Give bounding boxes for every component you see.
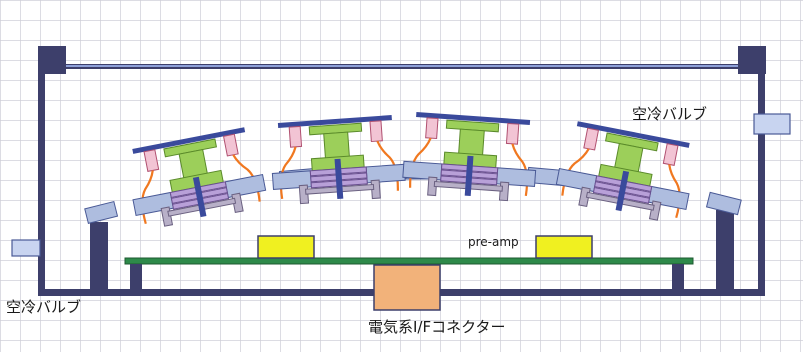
support-post-left	[90, 222, 108, 290]
support-post-right	[716, 210, 734, 290]
preamp-right	[535, 235, 593, 259]
corner-block-right	[738, 46, 766, 74]
air-valve-left	[11, 239, 41, 257]
right-wall	[758, 74, 765, 296]
air-valve-left-label: 空冷バルブ	[6, 298, 82, 316]
air-valve-right-label: 空冷バルブ	[632, 105, 708, 123]
left-wall	[38, 74, 45, 296]
preamp-left	[257, 235, 315, 259]
corner-block-left	[38, 46, 66, 74]
connector-label: 電気系I/Fコネクター	[368, 318, 506, 336]
preamp-label: pre-amp	[468, 235, 519, 249]
air-valve-right	[753, 113, 791, 135]
end-plate-left	[84, 200, 119, 224]
detector-module-3	[400, 110, 541, 204]
circuit-board	[124, 257, 694, 265]
detector-module-1	[122, 124, 270, 233]
detector-module-2	[267, 113, 408, 207]
end-plate-right	[705, 191, 742, 216]
detector-module-4	[552, 118, 700, 227]
electrical-if-connector	[373, 264, 441, 311]
